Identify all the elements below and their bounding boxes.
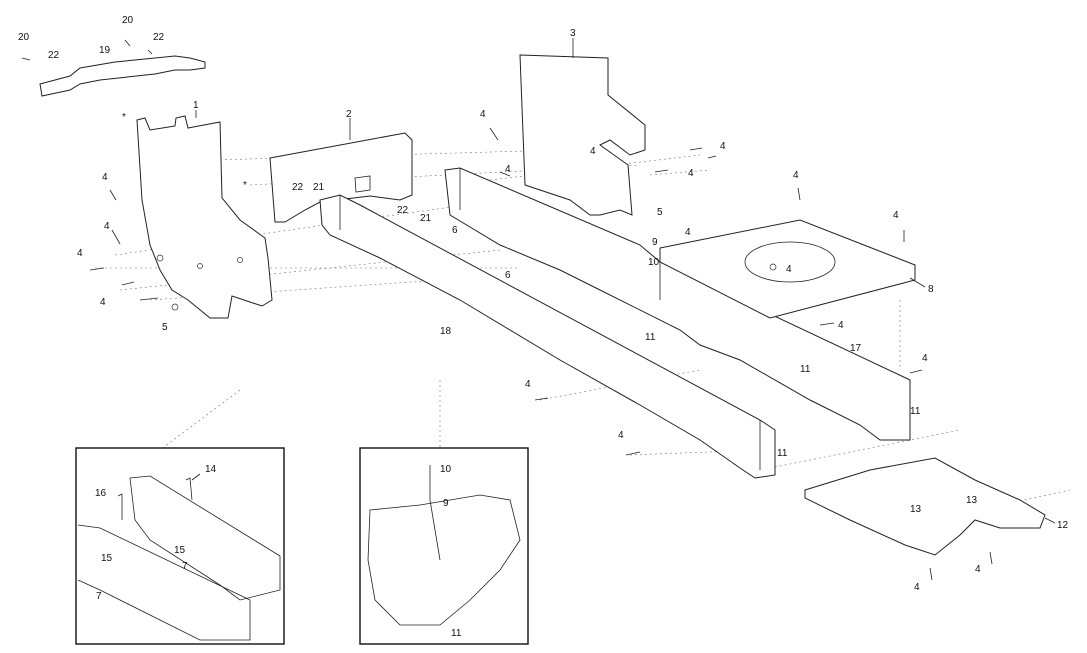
label-19: 19 bbox=[99, 45, 111, 56]
label-4d: 4 bbox=[100, 297, 106, 308]
label-6b: 6 bbox=[505, 270, 511, 281]
label-4e: 4 bbox=[480, 109, 486, 120]
label-4o: 4 bbox=[922, 353, 928, 364]
label-12: 12 bbox=[1057, 520, 1069, 531]
label-4g: 4 bbox=[590, 146, 596, 157]
label-20a: 20 bbox=[18, 32, 30, 43]
label-4m: 4 bbox=[786, 264, 792, 275]
label-13a: 13 bbox=[966, 495, 978, 506]
label-4f: 4 bbox=[505, 164, 511, 175]
label-11d: 11 bbox=[777, 448, 788, 459]
label-4s: 4 bbox=[914, 582, 920, 593]
label-4j: 4 bbox=[685, 227, 691, 238]
label-13b: 13 bbox=[910, 504, 922, 515]
label-11a: 11 bbox=[645, 332, 656, 343]
label-4n: 4 bbox=[838, 320, 844, 331]
label-22d: 22 bbox=[397, 205, 409, 216]
label-8: 8 bbox=[928, 284, 934, 295]
part-labels: 20 22 20 19 22 * 1 2 3 * 4 4 4 4 5 22 21… bbox=[18, 15, 1069, 639]
label-21a: 21 bbox=[313, 182, 325, 193]
label-11b: 11 bbox=[800, 364, 811, 375]
label-15b: 15 bbox=[101, 553, 113, 564]
label-4q: 4 bbox=[618, 430, 624, 441]
label-22b: 22 bbox=[153, 32, 165, 43]
label-4l: 4 bbox=[893, 210, 899, 221]
label-22c: 22 bbox=[292, 182, 304, 193]
label-6a: 6 bbox=[452, 225, 458, 236]
inset-detail-left bbox=[75, 447, 285, 645]
label-11e: 11 bbox=[451, 628, 462, 639]
part-3-plate bbox=[519, 54, 646, 216]
part-1-plate bbox=[136, 115, 273, 319]
label-15a: 15 bbox=[174, 545, 186, 556]
part-6-rail bbox=[444, 167, 911, 441]
label-4h: 4 bbox=[720, 141, 726, 152]
label-14: 14 bbox=[205, 464, 217, 475]
label-4k: 4 bbox=[793, 170, 799, 181]
label-1: 1 bbox=[193, 100, 199, 111]
part-8-plate bbox=[659, 219, 916, 319]
label-4i: 4 bbox=[688, 168, 694, 179]
label-17: 17 bbox=[850, 343, 862, 354]
label-5b: 5 bbox=[657, 207, 663, 218]
bolt-symbols bbox=[89, 127, 993, 581]
label-22a: 22 bbox=[48, 50, 60, 61]
label-21b: 21 bbox=[420, 213, 432, 224]
part-2-plate bbox=[269, 132, 413, 223]
label-2: 2 bbox=[346, 109, 352, 120]
label-16: 16 bbox=[95, 488, 107, 499]
label-20b: 20 bbox=[122, 15, 134, 26]
label-18: 18 bbox=[440, 326, 452, 337]
label-7a: 7 bbox=[182, 561, 188, 572]
part-12-plate bbox=[804, 457, 1046, 556]
label-4r: 4 bbox=[975, 564, 981, 575]
label-9a: 9 bbox=[652, 237, 658, 248]
label-4c: 4 bbox=[77, 248, 83, 259]
label-5a: 5 bbox=[162, 322, 168, 333]
label-star-b: * bbox=[243, 180, 247, 191]
label-3: 3 bbox=[570, 28, 576, 39]
label-7b: 7 bbox=[96, 591, 102, 602]
label-10a: 10 bbox=[648, 257, 660, 268]
label-11c: 11 bbox=[910, 406, 921, 417]
label-4p: 4 bbox=[525, 379, 531, 390]
label-9b: 9 bbox=[443, 498, 449, 509]
part-19-bracket bbox=[21, 39, 206, 97]
part-18-rail bbox=[319, 194, 776, 479]
label-4b: 4 bbox=[104, 221, 110, 232]
inset-detail-center bbox=[359, 447, 529, 645]
label-10b: 10 bbox=[440, 464, 452, 475]
label-4a: 4 bbox=[102, 172, 108, 183]
label-star-a: * bbox=[122, 112, 126, 123]
leader-lines bbox=[191, 38, 1056, 524]
